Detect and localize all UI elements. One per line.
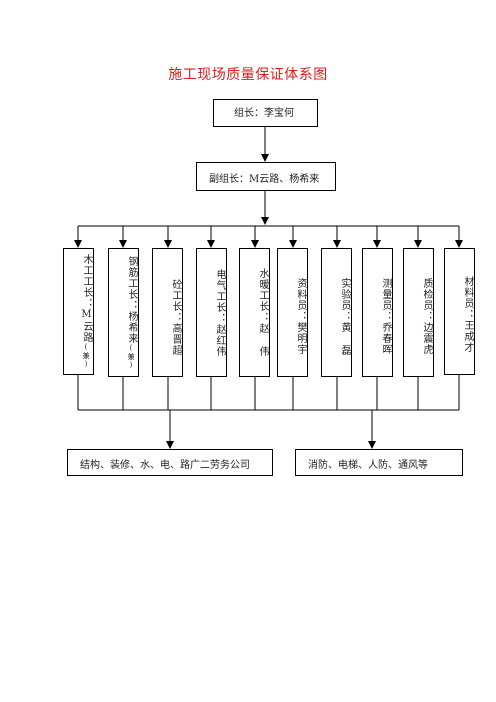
role-title: 砼工长 [170, 279, 181, 312]
role-title: 质检员 [421, 278, 432, 311]
role-name: 乔春晖 [380, 322, 391, 355]
role-name: 樊明宇 [295, 322, 306, 355]
role-note: (兼) [82, 343, 90, 369]
role-title: 电气工长 [214, 268, 225, 313]
deputy-leader-box: 副组长：M云路、杨希来 [196, 162, 336, 191]
labor-subcontractor-box: 结构、装修、水、电、路广二劳务公司 [67, 449, 273, 476]
role-name: 高晋超 [170, 323, 181, 356]
role-name: 杨希来 [126, 310, 137, 344]
role-name: 赵红伟 [214, 323, 225, 357]
role-title: 测量员 [380, 278, 391, 311]
role-box-testing: 实验员：黄 磊 [321, 248, 352, 377]
role-note: (兼) [127, 343, 135, 370]
role-name: M云路 [81, 309, 92, 343]
role-box-quality-inspection: 质检员：边震虎 [403, 248, 434, 377]
role-box-plumbing: 水暖工长：赵 伟 [239, 248, 270, 377]
diagram-title: 施工现场质量保证体系图 [168, 67, 328, 83]
role-box-carpentry: 木工工长：M云路(兼) [63, 248, 94, 375]
role-name: 赵 伟 [257, 323, 268, 357]
role-box-rebar: 钢筋工长：杨希来(兼) [108, 248, 139, 377]
role-title: 资料员 [295, 278, 306, 311]
role-name: 黄 磊 [339, 321, 350, 356]
role-name: 王成才 [462, 320, 473, 353]
specialty-systems-box: 消防、电梯、人防、通风等 [295, 449, 463, 476]
leader-box: 组长：李宝何 [213, 99, 318, 127]
role-box-electrical: 电气工长：赵红伟 [196, 248, 227, 377]
role-box-materials: 材料员：王成才 [444, 248, 475, 375]
role-title: 木工工长 [81, 254, 92, 298]
role-name: 边震虎 [421, 322, 432, 355]
role-box-concrete: 砼工长：高晋超 [152, 248, 183, 377]
role-box-documentation: 资料员：樊明宇 [277, 248, 308, 377]
role-box-surveying: 测量员：乔春晖 [362, 248, 393, 377]
role-title: 水暖工长 [257, 268, 268, 312]
role-title: 实验员 [339, 277, 350, 311]
role-title: 材料员 [462, 276, 473, 309]
role-title: 钢筋工长 [126, 255, 137, 300]
